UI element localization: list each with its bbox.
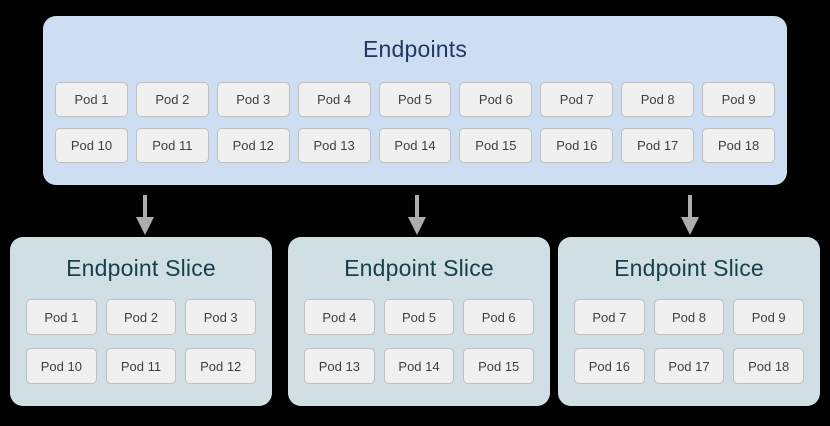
pod-chip[interactable]: Pod 5 <box>378 82 452 117</box>
pod-chip[interactable]: Pod 10 <box>55 128 128 163</box>
endpoint-slice-pod-row-1: Pod 1 Pod 2 Pod 3 <box>26 299 257 335</box>
arrow-shaft <box>415 195 419 219</box>
endpoints-container: Endpoints Pod 1 Pod 2 Pod 3 Pod 4 Pod 5 … <box>43 16 787 185</box>
arrow-down-icon <box>134 195 156 235</box>
pod-chip[interactable]: Pod 15 <box>459 128 533 163</box>
pod-chip[interactable]: Pod 8 <box>621 82 695 117</box>
endpoint-slice-pod-row-1: Pod 7 Pod 8 Pod 9 <box>574 299 805 335</box>
endpoints-pod-grid: Pod 1 Pod 2 Pod 3 Pod 4 Pod 5 Pod 6 Pod … <box>55 82 776 163</box>
arrow-shaft <box>143 195 147 219</box>
pod-chip[interactable]: Pod 7 <box>540 82 614 117</box>
pod-chip[interactable]: Pod 3 <box>185 299 257 335</box>
endpoint-slice-pod-row-2: Pod 16 Pod 17 Pod 18 <box>574 348 805 384</box>
endpoint-slice-pod-row-1: Pod 4 Pod 5 Pod 6 <box>304 299 535 335</box>
pod-chip[interactable]: Pod 5 <box>383 299 455 335</box>
arrow-down-icon <box>406 195 428 235</box>
pod-chip[interactable]: Pod 11 <box>135 128 209 163</box>
endpoint-slice-pod-row-2: Pod 10 Pod 11 Pod 12 <box>26 348 257 384</box>
pod-chip[interactable]: Pod 10 <box>26 348 97 384</box>
arrow-down-icon <box>679 195 701 235</box>
endpoint-slice-title: Endpoint Slice <box>344 255 494 281</box>
pod-chip[interactable]: Pod 9 <box>702 82 776 117</box>
pod-chip[interactable]: Pod 3 <box>216 82 290 117</box>
endpoints-title: Endpoints <box>362 36 468 62</box>
pod-chip[interactable]: Pod 13 <box>304 348 375 384</box>
pod-chip[interactable]: Pod 6 <box>463 299 535 335</box>
pod-chip[interactable]: Pod 16 <box>540 128 614 163</box>
endpoints-pod-row-2: Pod 10 Pod 11 Pod 12 Pod 13 Pod 14 Pod 1… <box>55 128 776 163</box>
endpoint-slice-container-3: Endpoint Slice Pod 7 Pod 8 Pod 9 Pod 16 … <box>558 237 820 406</box>
pod-chip[interactable]: Pod 4 <box>297 82 371 117</box>
pod-chip[interactable]: Pod 15 <box>463 348 535 384</box>
pod-chip[interactable]: Pod 2 <box>135 82 209 117</box>
endpoint-slice-pod-grid: Pod 4 Pod 5 Pod 6 Pod 13 Pod 14 Pod 15 <box>304 299 535 384</box>
pod-chip[interactable]: Pod 17 <box>653 348 725 384</box>
endpoint-slice-title: Endpoint Slice <box>614 255 764 281</box>
pod-chip[interactable]: Pod 8 <box>653 299 725 335</box>
pod-chip[interactable]: Pod 2 <box>105 299 177 335</box>
pod-chip[interactable]: Pod 14 <box>383 348 455 384</box>
pod-chip[interactable]: Pod 12 <box>185 348 257 384</box>
endpoint-slice-container-2: Endpoint Slice Pod 4 Pod 5 Pod 6 Pod 13 … <box>288 237 550 406</box>
pod-chip[interactable]: Pod 12 <box>216 128 290 163</box>
arrow-head <box>681 217 699 235</box>
endpoint-slice-pod-grid: Pod 1 Pod 2 Pod 3 Pod 10 Pod 11 Pod 12 <box>26 299 257 384</box>
pod-chip[interactable]: Pod 4 <box>304 299 375 335</box>
pod-chip[interactable]: Pod 1 <box>26 299 97 335</box>
pod-chip[interactable]: Pod 7 <box>574 299 645 335</box>
arrow-head <box>408 217 426 235</box>
pod-chip[interactable]: Pod 13 <box>297 128 371 163</box>
endpoint-slice-pod-row-2: Pod 13 Pod 14 Pod 15 <box>304 348 535 384</box>
endpoints-pod-row-1: Pod 1 Pod 2 Pod 3 Pod 4 Pod 5 Pod 6 Pod … <box>55 82 776 117</box>
pod-chip[interactable]: Pod 17 <box>621 128 695 163</box>
pod-chip[interactable]: Pod 6 <box>459 82 533 117</box>
endpoint-slice-title: Endpoint Slice <box>66 255 216 281</box>
pod-chip[interactable]: Pod 11 <box>105 348 177 384</box>
pod-chip[interactable]: Pod 18 <box>733 348 805 384</box>
endpoint-slice-pod-grid: Pod 7 Pod 8 Pod 9 Pod 16 Pod 17 Pod 18 <box>574 299 805 384</box>
endpoint-slice-container-1: Endpoint Slice Pod 1 Pod 2 Pod 3 Pod 10 … <box>10 237 272 406</box>
pod-chip[interactable]: Pod 9 <box>733 299 805 335</box>
arrow-head <box>136 217 154 235</box>
arrow-shaft <box>688 195 692 219</box>
pod-chip[interactable]: Pod 18 <box>702 128 776 163</box>
pod-chip[interactable]: Pod 1 <box>55 82 128 117</box>
pod-chip[interactable]: Pod 16 <box>574 348 645 384</box>
pod-chip[interactable]: Pod 14 <box>378 128 452 163</box>
